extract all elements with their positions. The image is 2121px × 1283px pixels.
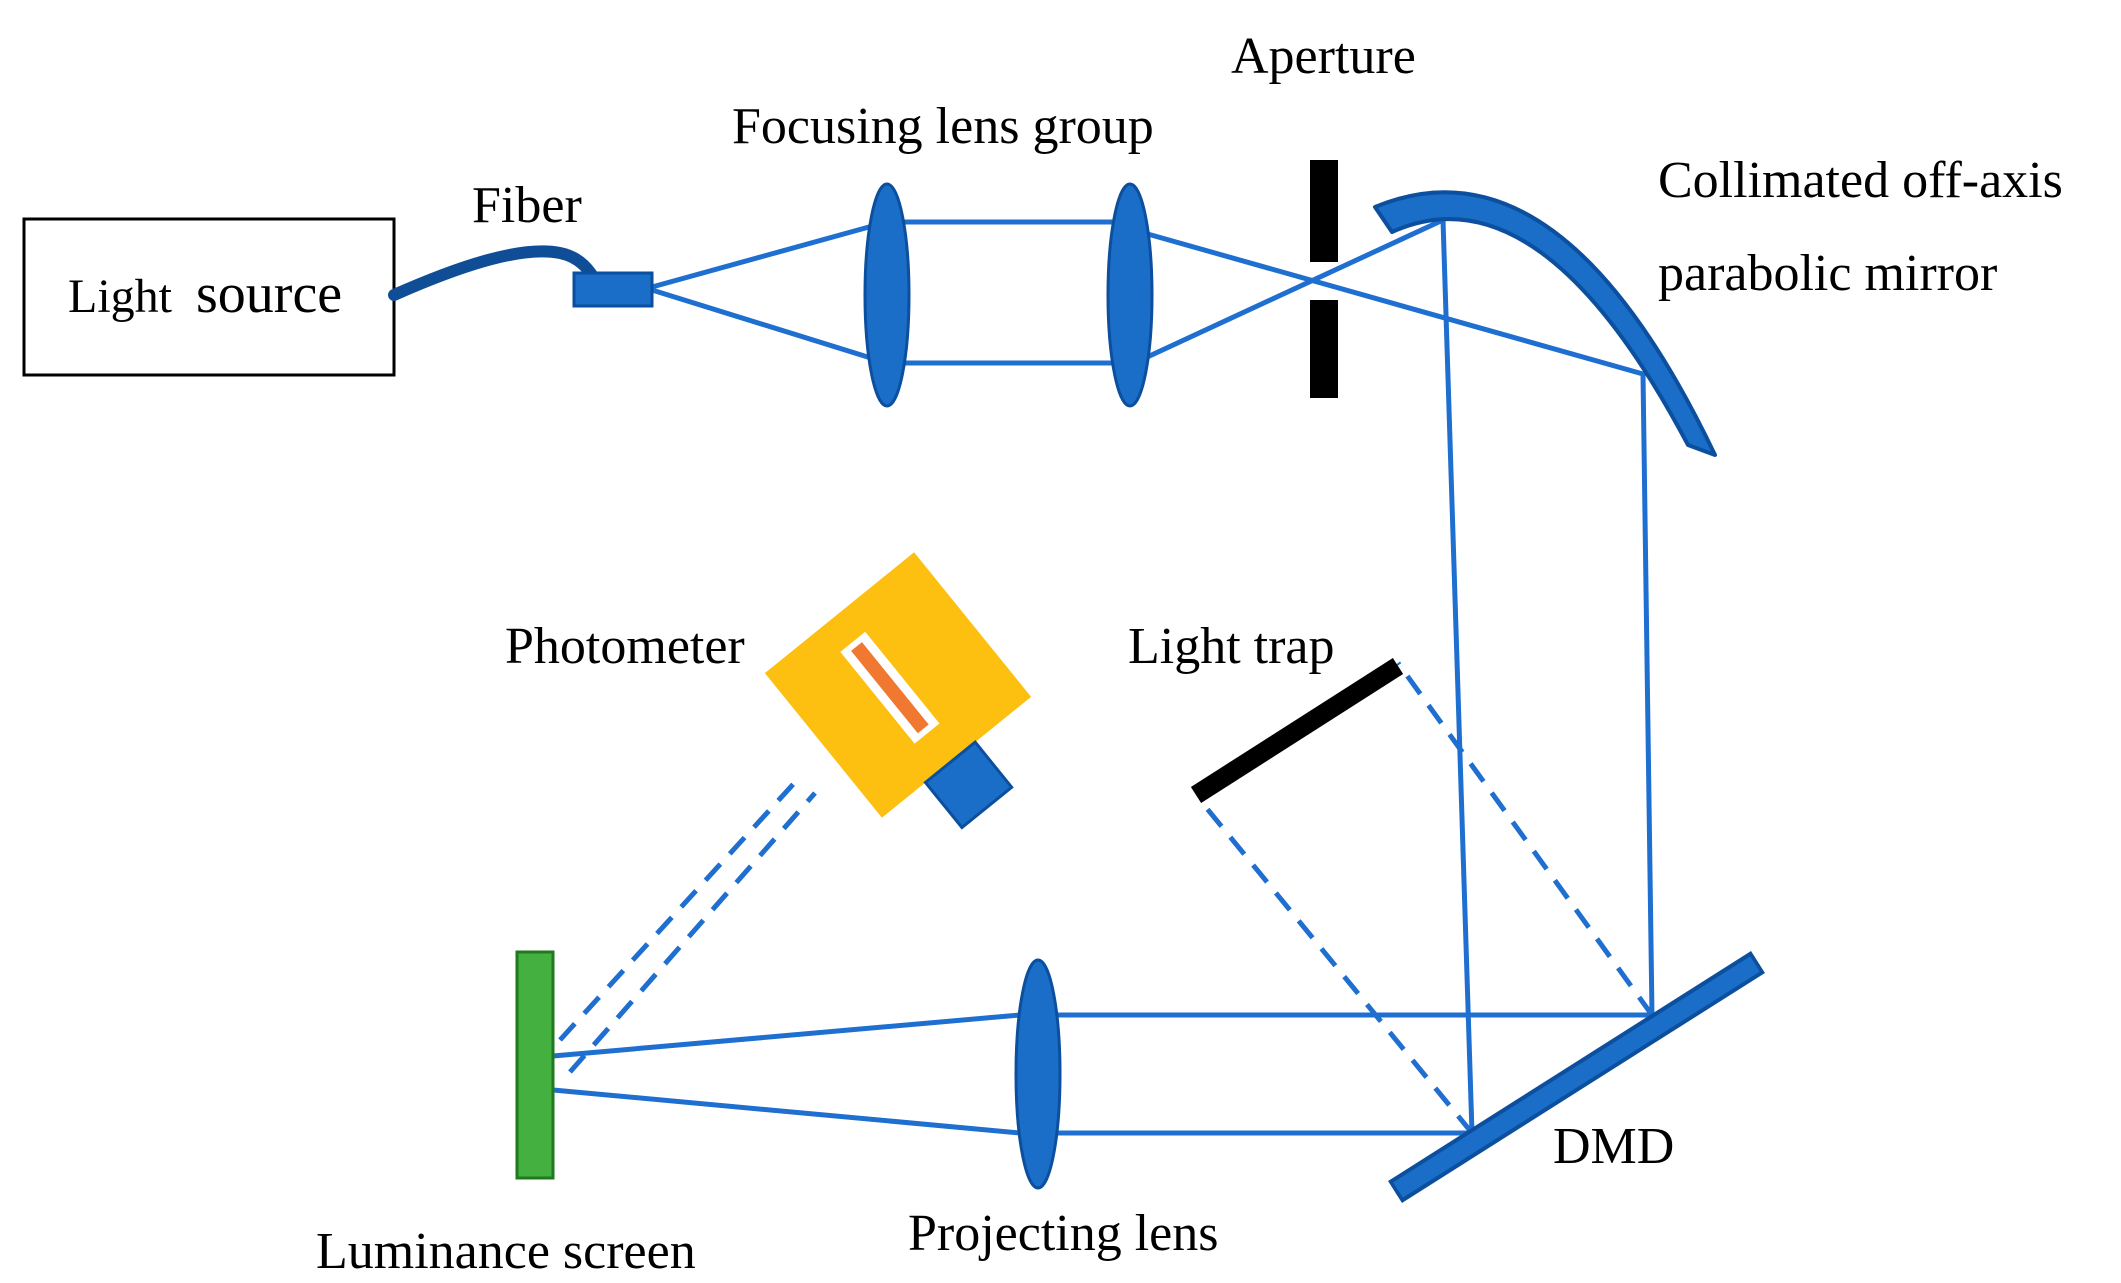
light-trap-label: Light trap <box>1128 618 1335 675</box>
photometer-lens-barrel <box>923 740 1014 830</box>
ray-fiber-to-lens1-bottom <box>649 287 890 366</box>
projecting-lens: Projecting lens <box>908 958 1219 1262</box>
fiber-label: Fiber <box>472 177 582 234</box>
aperture-blade-top <box>1310 160 1338 262</box>
projecting-lens-element <box>1014 958 1062 1190</box>
focusing-lens-group-label: Focusing lens group <box>732 98 1154 155</box>
dmd-label: DMD <box>1553 1118 1674 1175</box>
photometer: Photometer <box>505 552 1032 830</box>
ray-lens2-to-mirror-lower <box>1127 217 1446 368</box>
parabolic-mirror: Collimated off-axis parabolic mirror <box>1373 152 2063 457</box>
light-trap-plate <box>1190 657 1404 804</box>
parabolic-mirror-shape <box>1373 190 1717 457</box>
ray-lens2-to-mirror-upper <box>1127 226 1646 377</box>
light-trap: Light trap <box>1128 618 1404 804</box>
light-source-box <box>22 217 396 377</box>
ray-proj-lens-to-screen-top <box>550 1012 1023 1059</box>
fiber-connector <box>572 271 654 308</box>
projecting-lens-label: Projecting lens <box>908 1205 1219 1262</box>
aperture-blade-bottom <box>1310 300 1338 398</box>
ray-fiber-to-lens1-top <box>649 219 890 290</box>
parabolic-mirror-label-line1: Collimated off-axis <box>1658 152 2063 209</box>
luminance-screen-label: Luminance screen <box>316 1223 696 1280</box>
aperture: Aperture <box>1231 28 1416 398</box>
ray-dmd-to-trap-right <box>1395 661 1655 1017</box>
fiber: Fiber <box>388 177 654 308</box>
parabolic-mirror-label-line2: parabolic mirror <box>1658 245 1997 302</box>
photometer-label: Photometer <box>505 618 745 675</box>
dmd-plate-fill <box>1393 956 1760 1198</box>
light-source-label-small: Light <box>68 270 173 323</box>
light-rays <box>550 217 1655 1136</box>
dmd: DMD <box>1388 951 1765 1203</box>
light-source-label-big: source <box>196 263 342 325</box>
focusing-lens-1 <box>863 182 911 408</box>
focusing-lens-2 <box>1106 182 1154 408</box>
fiber-cable <box>388 245 604 301</box>
focusing-lens-group: Focusing lens group <box>732 98 1154 408</box>
luminance-screen: Luminance screen <box>316 950 696 1280</box>
aperture-label: Aperture <box>1231 28 1416 85</box>
ray-mirror-to-dmd-right <box>1640 371 1655 1018</box>
light-source: Light source <box>22 217 396 377</box>
ray-dmd-to-trap-left <box>1198 798 1474 1135</box>
ray-screen-to-photometer-2 <box>568 791 817 1074</box>
photometer-slit <box>851 642 929 734</box>
ray-screen-to-photometer-1 <box>558 778 799 1042</box>
ray-proj-lens-to-screen-bottom <box>550 1087 1023 1136</box>
ray-mirror-to-dmd-left <box>1440 217 1475 1136</box>
light-source-label: Light source <box>68 263 342 325</box>
luminance-screen-plate <box>515 950 555 1180</box>
